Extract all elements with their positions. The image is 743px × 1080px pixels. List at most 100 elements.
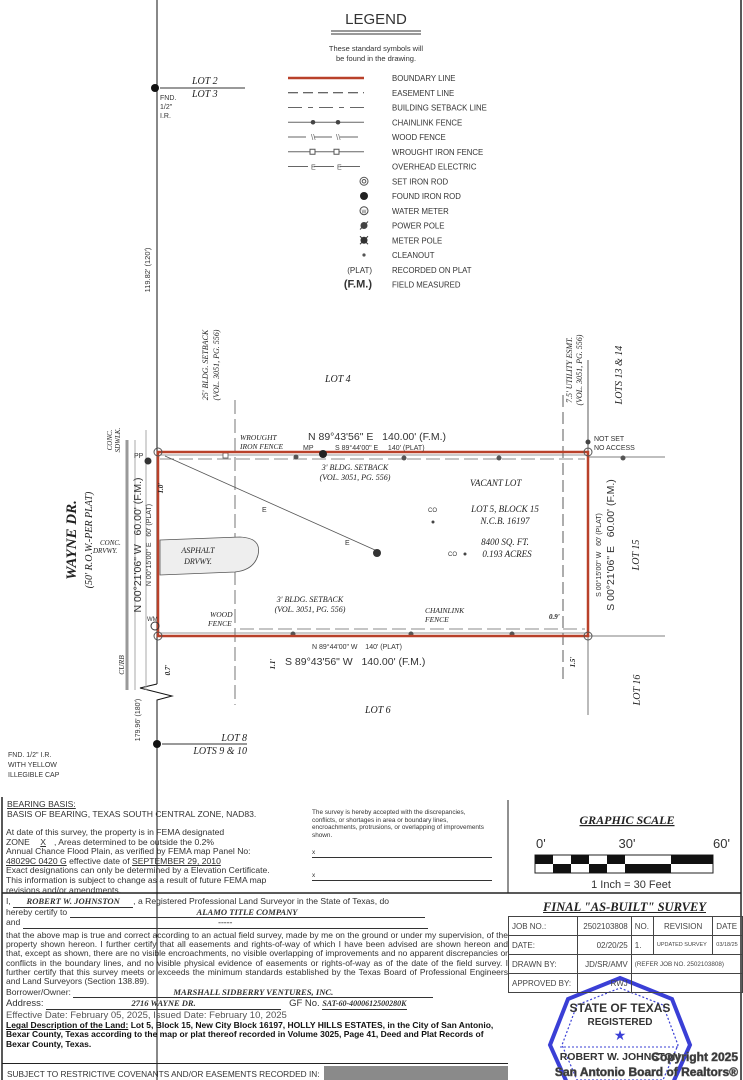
fence-label: WOOD [210,610,233,619]
borrower-owner: MARSHALL SIDBERRY VENTURES, INC. [73,987,434,999]
star-icon: ★ [614,1027,627,1043]
property-photo [324,1066,508,1080]
boundary-line [156,450,590,638]
gf-number: SAT-60-4000612500280K [322,999,407,1011]
signature-line[interactable]: x [312,872,492,881]
cert-label: GF No. [289,998,320,1010]
lot-label: LOTS 13 & 14 [614,346,625,406]
fence-label: FENCE [207,619,232,628]
seal-text: STATE OF TEXAS [570,1001,671,1015]
svg-text:(PLAT): (PLAT) [347,266,372,275]
found-rod-note: ILLEGIBLE CAP [8,772,60,779]
setback-note: (VOL. 3051, PG. 556) [320,473,391,482]
svg-text:\\: \\ [311,133,316,142]
found-rod-note: 1/2" [160,104,173,111]
survey-date: 02/20/25 [577,935,632,955]
rev-description: UPDATED SURVEY [652,935,714,955]
lot-label: LOT 6 [364,705,391,716]
signature-line[interactable]: x [312,849,492,858]
rev-header: NO. [630,916,654,936]
cert-text: I, [6,896,11,906]
electric-label: E [262,507,267,514]
legend-label: BOUNDARY LINE [392,74,455,83]
found-iron-rod-icon [153,740,161,748]
surveyor-name: ROBERT W. JOHNSTON [13,896,134,908]
legal-description: Lot 5, Block 15, New City Block 16197, H… [6,1020,494,1049]
rev-header: DATE [712,916,743,936]
acceptance-text: The survey is hereby accepted with the d… [312,809,484,839]
water-meter-icon [150,621,160,631]
fema-text: At date of this survey, the property is … [6,827,225,837]
lot-description: N.C.B. 16197 [479,516,530,526]
rev-header: REVISION [652,916,714,936]
fema-text: Annual Chance Flood Plain, as verified b… [6,846,251,857]
easement-note: (VOL. 3051, PG. 556) [575,334,584,405]
bearing-basis: BEARING BASIS: BASIS OF BEARING, TEXAS S… [7,799,307,819]
meter-pole-icon [319,450,327,458]
power-pole-icon [144,457,152,465]
curb-label: CURB [117,655,126,675]
electric-label: E [345,540,350,547]
lot-label: LOT 4 [324,374,351,385]
surveyor-seal: STATE OF TEXAS REGISTERED ★ ROBERT W. JO… [547,975,693,1080]
asphalt-driveway [159,536,259,576]
lot-status: VACANT LOT [470,478,522,488]
fema-panel: 48029C 0420 G [6,855,67,866]
bearing-heading: BEARING BASIS: [7,799,76,809]
legend-label: FOUND IRON ROD [392,192,461,201]
legend-label: POWER POLE [392,222,444,231]
property-address: 2716 WAYNE DR. [46,998,282,1011]
legend-power-pole-icon [359,221,369,230]
additional-party: ----- [22,918,428,929]
plat: LOT 2 LOT 3 FND. 1/2" I.R. 119.82' (120'… [8,0,665,1080]
driveway-label: ASPHALT [180,546,215,555]
fema-text: effective date of [69,855,130,866]
lot-label: LOT 16 [632,675,643,707]
distance-label: 179.96' (180') [135,699,142,741]
cleanout-icon [431,520,435,524]
fema-note: At date of this survey, the property is … [6,827,281,895]
job-label: DATE: [507,935,579,955]
found-rod-note: FND. 1/2" I.R. [8,752,51,759]
fence-label: CHAINLINK [425,606,465,615]
north-bearing-plat: S 89°44'00" E 140' (PLAT) [335,444,425,452]
rev-date: 03/18/25 [712,935,743,955]
found-rod-note: FND. [160,95,176,102]
legend-chainlink-fence-icon [288,119,364,125]
effective-date: February 05, 2025, [70,1010,151,1022]
svg-text:\\: \\ [336,133,341,142]
cert-text: hereby certify to [6,906,68,917]
driveway-label: DRVWY. [183,557,212,566]
found-rod-note: I.R. [160,113,171,120]
scale-tick: 0' [536,836,546,851]
cleanout-label: CO [448,552,457,558]
job-label: JOB NO.: [507,916,579,936]
legend-meter-pole-icon [359,235,369,245]
legend-fm-icon: (F.M.) [344,279,372,291]
lot-area: 0.193 ACRES [482,549,532,559]
svg-text:E: E [311,165,316,172]
legend-label: BUILDING SETBACK LINE [392,104,487,113]
legend-subtitle: be found in the drawing. [336,54,416,63]
svg-text:(F.M.): (F.M.) [344,279,372,291]
lot-description: LOT 5, BLOCK 15 [470,504,539,514]
scale-tick: 60' [713,836,730,851]
west-bearing-fm: N 00°21'06" W 60.00' (F.M.) [132,477,144,612]
south-bearing-plat: N 89°44'00" W 140' (PLAT) [312,643,402,651]
driveway-label: DRVWY. [92,547,118,555]
cert-body: that the above map is true and correct a… [6,929,508,987]
watermark: Copyright 2025 [651,1050,738,1064]
cert-label: Issued Date: [153,1010,207,1022]
water-meter-label: WM [147,617,158,623]
legend-label: EASEMENT LINE [392,89,454,98]
rev-note: (REFER JOB NO. 2502103808) [630,954,743,974]
legend-wrought-iron-fence-icon [288,148,364,155]
dimension-label: 1.1' [269,659,277,670]
legend-set-iron-rod-icon [359,176,369,186]
scale-title: GRAPHIC SCALE [579,813,674,827]
fema-zone: X [40,836,46,847]
overhead-electric-line [164,455,376,551]
scale-tick: 30' [619,836,636,851]
